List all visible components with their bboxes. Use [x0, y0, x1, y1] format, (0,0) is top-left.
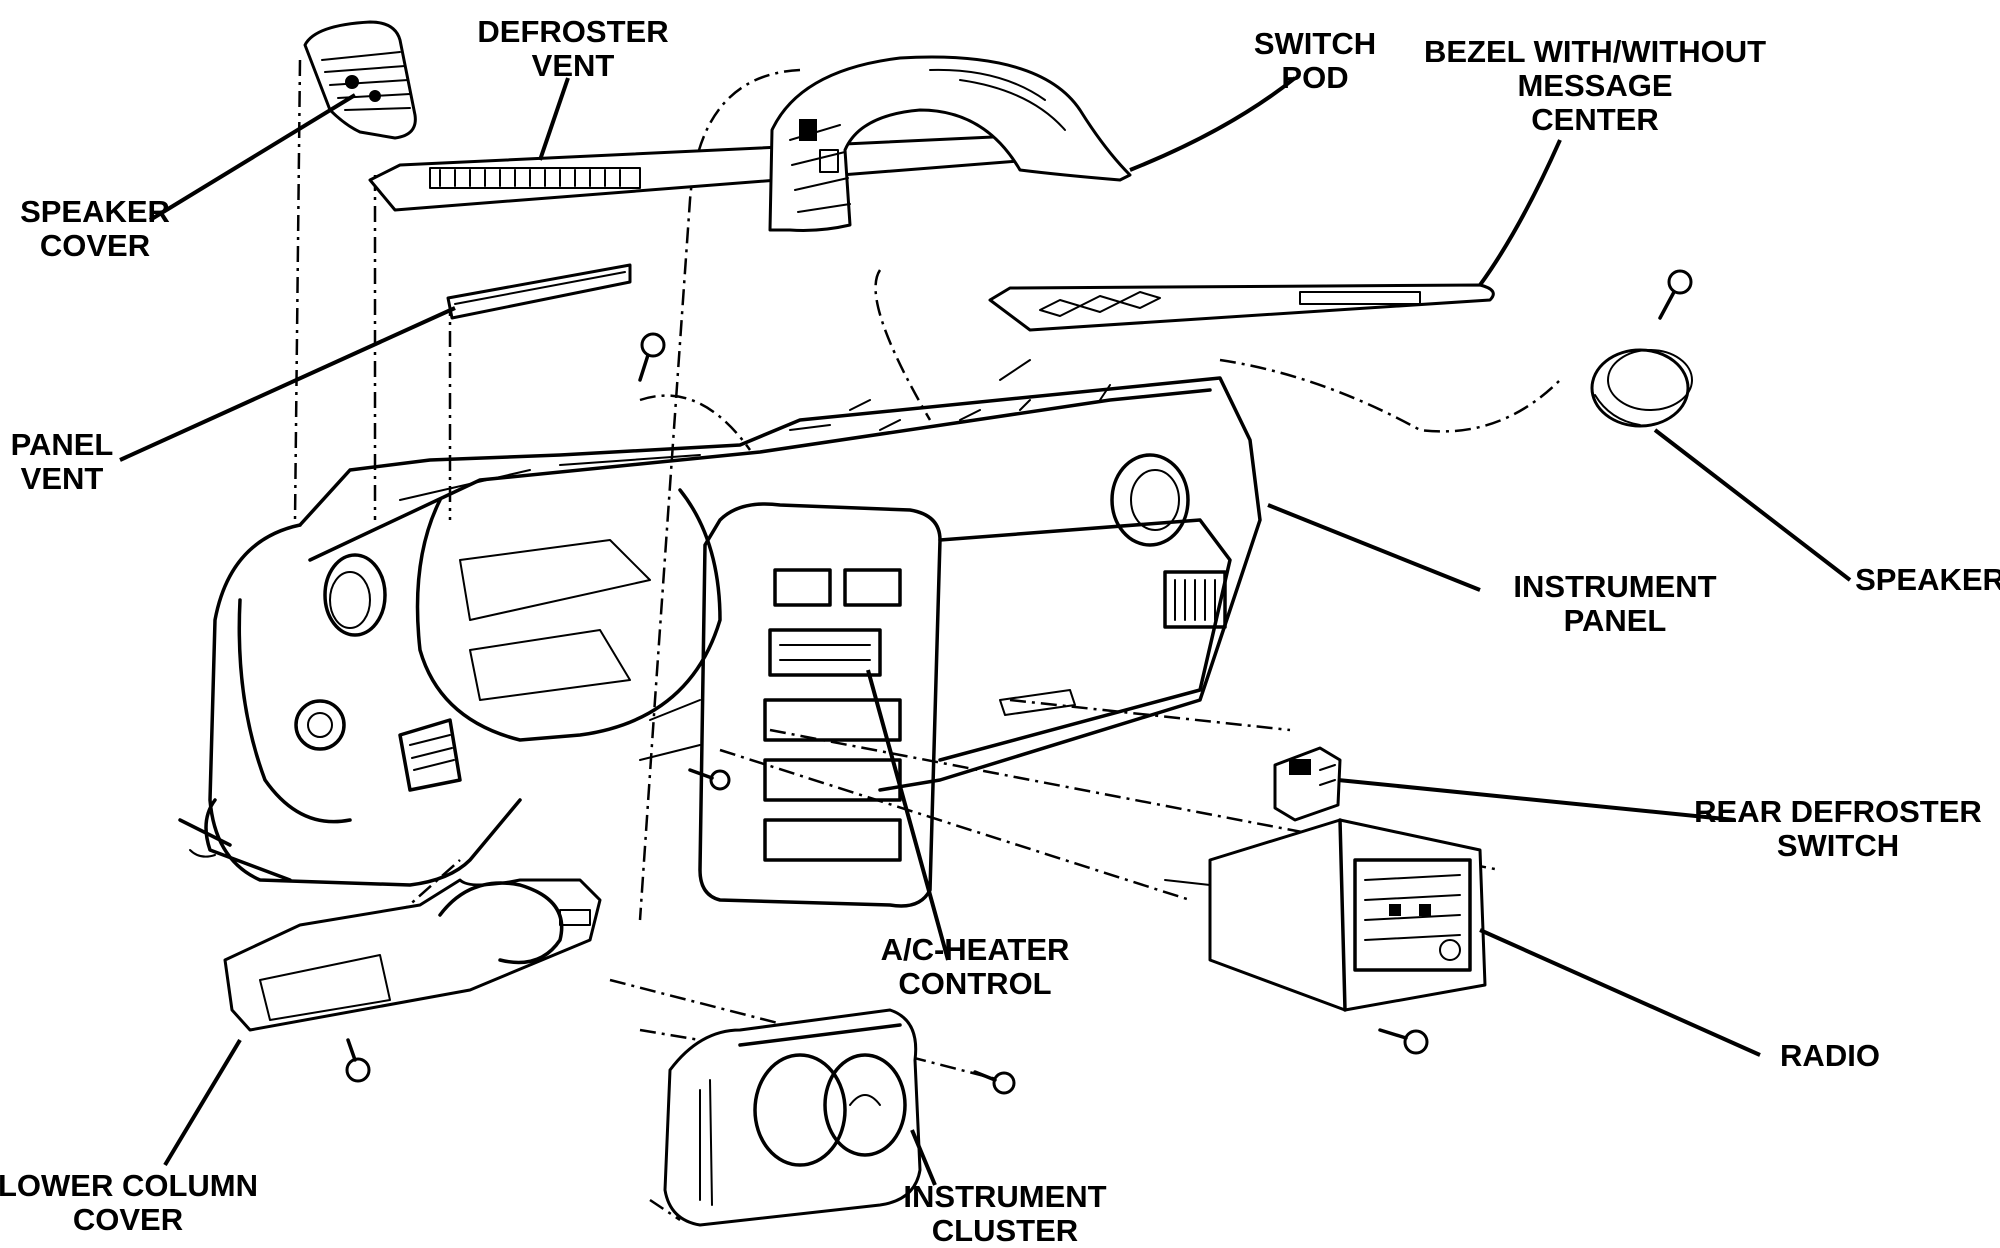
- callout-lower-column-cover: LOWER COLUMN COVER: [0, 1168, 258, 1237]
- rear-defroster-switch-part: [1273, 746, 1342, 822]
- callout-ac-heater-control: A/C-HEATER CONTROL: [881, 932, 1070, 1001]
- panel-vent-part: [446, 263, 632, 320]
- callout-bezel: BEZEL WITH/WITHOUT MESSAGE CENTER: [1424, 34, 1766, 137]
- callout-switch-pod: SWITCH POD: [1254, 26, 1376, 95]
- label-speaker: SPEAKER: [1855, 562, 2000, 597]
- label-speaker-cover-line2: COVER: [40, 228, 150, 263]
- label-panel-vent-line1: PANEL: [11, 427, 114, 462]
- label-instrument-cluster-line2: CLUSTER: [932, 1213, 1078, 1248]
- defroster-vent-part: [368, 133, 1037, 212]
- label-speaker-cover-line1: SPEAKER: [20, 194, 170, 229]
- lower-column-cover-part: [223, 878, 602, 1032]
- screw-icon: [1378, 1028, 1429, 1055]
- callout-instrument-panel: INSTRUMENT PANEL: [1513, 569, 1716, 638]
- label-switch-pod-line1: SWITCH: [1254, 26, 1376, 61]
- label-radio: RADIO: [1780, 1038, 1880, 1073]
- leader-lines: [119, 76, 1852, 1186]
- callout-defroster-vent: DEFROSTER VENT: [477, 14, 668, 83]
- label-ac-heater-control-line1: A/C-HEATER: [881, 932, 1070, 967]
- label-rear-defroster-switch-line1: REAR DEFROSTER: [1694, 794, 1982, 829]
- bezel-part: [988, 283, 1495, 332]
- screw-icon: [345, 1038, 371, 1083]
- callout-radio: RADIO: [1780, 1038, 1880, 1073]
- label-switch-pod-line2: POD: [1281, 60, 1348, 95]
- label-bezel-line3: CENTER: [1531, 102, 1658, 137]
- callout-rear-defroster-switch: REAR DEFROSTER SWITCH: [1694, 794, 1982, 863]
- callout-panel-vent: PANEL VENT: [11, 427, 114, 496]
- screw-icon: [1658, 269, 1693, 320]
- instrument-cluster-part: [663, 1008, 922, 1227]
- radio-part: [1164, 818, 1487, 1012]
- screw-icon: [638, 332, 666, 382]
- callout-instrument-cluster: INSTRUMENT CLUSTER: [903, 1179, 1106, 1248]
- label-lower-column-cover-line2: COVER: [73, 1202, 183, 1237]
- switch-pod-part: [768, 55, 1132, 232]
- label-instrument-cluster-line1: INSTRUMENT: [903, 1179, 1106, 1214]
- callout-speaker-cover: SPEAKER COVER: [20, 194, 170, 263]
- label-instrument-panel-line1: INSTRUMENT: [1513, 569, 1716, 604]
- speaker-cover-part: [303, 20, 417, 140]
- speaker-part: [1590, 348, 1693, 428]
- label-bezel-line1: BEZEL WITH/WITHOUT: [1424, 34, 1766, 69]
- label-instrument-panel-line2: PANEL: [1564, 603, 1667, 638]
- label-rear-defroster-switch-line2: SWITCH: [1777, 828, 1899, 863]
- callout-speaker: SPEAKER: [1855, 562, 2000, 597]
- label-panel-vent-line2: VENT: [21, 461, 104, 496]
- screw-icon: [973, 1070, 1016, 1095]
- label-ac-heater-control-line2: CONTROL: [898, 966, 1051, 1001]
- assembly-lines: [279, 59, 1561, 1222]
- screw-icon: [688, 768, 731, 791]
- label-defroster-vent-line2: VENT: [532, 48, 615, 83]
- label-defroster-vent-line1: DEFROSTER: [477, 14, 668, 49]
- label-bezel-line2: MESSAGE: [1517, 68, 1672, 103]
- instrument-panel-part: [178, 359, 1262, 908]
- label-lower-column-cover-line1: LOWER COLUMN: [0, 1168, 258, 1203]
